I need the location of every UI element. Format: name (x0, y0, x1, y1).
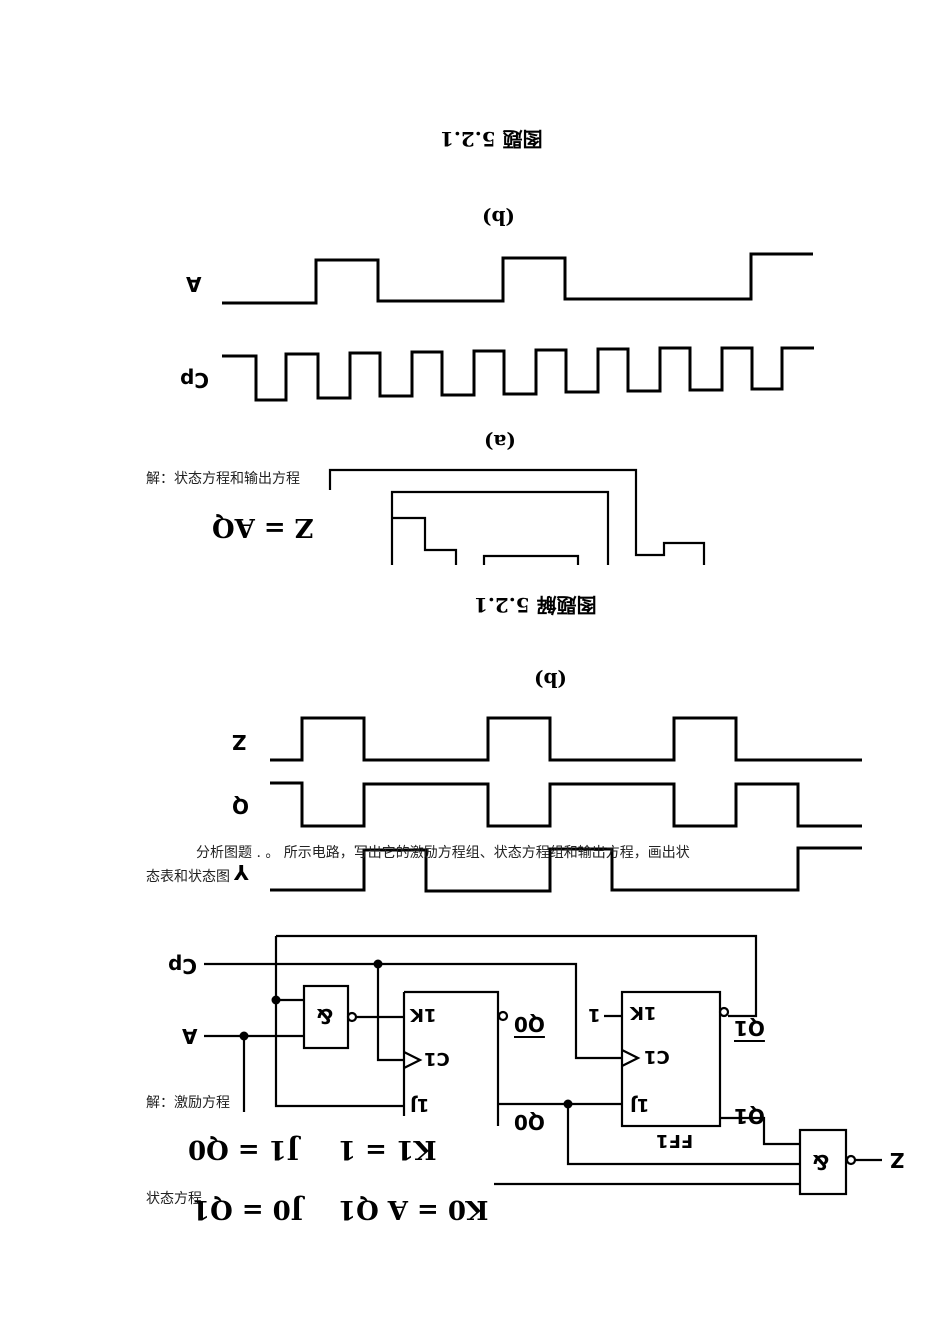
signal-y-label: Y (234, 860, 249, 884)
ff0-box (402, 990, 500, 1126)
problem-line-1: 分析图题 . 。 所示电路，写出它的激励方程组、状态方程组和输出方程，画出状 (196, 845, 690, 861)
constant-one: 1 (588, 1004, 601, 1025)
wire-feedback-top (276, 934, 758, 1018)
problem-line-2: 态表和状态图 (146, 869, 230, 885)
circuit-a-label: A (182, 1024, 198, 1048)
solution-intro: 解：状态方程和输出方程 (146, 471, 300, 487)
waveform-y (270, 846, 862, 893)
waveform-cp (222, 346, 814, 402)
waveform-q (270, 781, 862, 828)
output-and-symbol: & (812, 1150, 830, 1174)
wire-cp-ff0 (376, 964, 404, 1062)
ff1-clock-mark (621, 1049, 641, 1067)
ff0-q-bar: Q0 (514, 1012, 545, 1036)
excitation-intro: 解：激励方程 (146, 1095, 230, 1111)
circuit-z-label: Z (890, 1148, 905, 1172)
ff0-1j: 1J (410, 1094, 430, 1115)
signal-z-label: Z (232, 730, 247, 754)
ff1-1k: 1K (630, 1002, 657, 1023)
equation-j0: J0 = Q1 (192, 1194, 304, 1224)
output-and-bubble (845, 1154, 857, 1166)
ff1-q: Q1 (734, 1104, 765, 1128)
equation-j1: J1 = Q0 (188, 1134, 300, 1164)
ff0-clock-mark (403, 1051, 423, 1069)
and-gate-bubble (346, 1011, 358, 1023)
figure2-caption: 图题解 5.2.1 (474, 593, 597, 617)
waveform-a (222, 252, 813, 305)
ff1-box (620, 990, 722, 1128)
ff1-1j: 1J (630, 1094, 650, 1115)
ff1-c1: C1 (644, 1046, 670, 1067)
ff1-q-bar: Q1 (734, 1016, 765, 1040)
output-and-gate (798, 1128, 848, 1196)
ff0-q: Q0 (514, 1110, 545, 1134)
wire-cp (204, 962, 622, 1060)
figure2-sub-b: (b) (534, 668, 567, 692)
equation-k0: K0 = A Q1 (338, 1194, 489, 1224)
wire-q1 (720, 1116, 800, 1146)
ff0-c1: C1 (424, 1048, 450, 1069)
and-gate-symbol: & (316, 1004, 334, 1028)
ff1-qbar-bubble (718, 1006, 730, 1018)
equation-k1: K1 = 1 (338, 1134, 437, 1164)
ff0-1k: 1K (410, 1004, 437, 1025)
waveform-z (270, 716, 862, 762)
circuit-fragment-upper (328, 468, 706, 565)
equation-z: Z = AQ (212, 512, 314, 542)
signal-q-label: Q (232, 794, 250, 818)
ff0-qbar-bubble (497, 1010, 509, 1022)
wire-feedback-left (274, 936, 404, 1108)
ff1-label: FF1 (656, 1130, 694, 1151)
wire-q0-and (566, 1104, 800, 1166)
circuit-cp-label: Cp (168, 954, 197, 978)
state-equation-intro: 状态方程 (146, 1191, 202, 1207)
